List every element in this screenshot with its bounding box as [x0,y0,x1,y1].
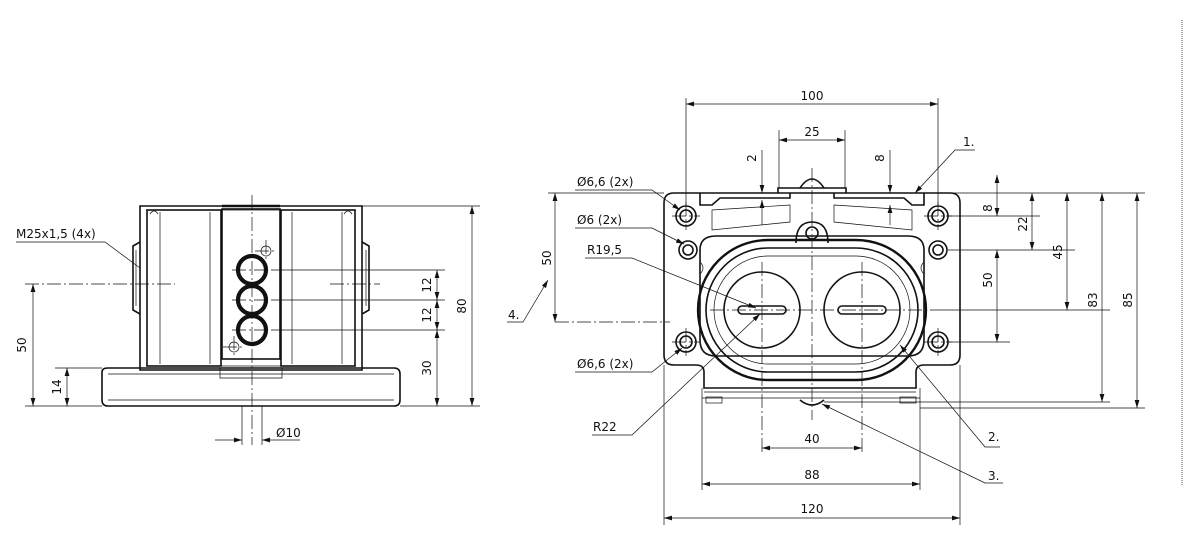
right-pillar [280,209,356,367]
dim-8-right: 8 [981,204,995,212]
dim-50-left: 50 [15,337,29,352]
callout-2: 2. [988,430,999,444]
dim-14: 14 [50,379,64,394]
labels: M25x1,5 (4x) 50 14 12 12 30 80 Ø10 100 2… [15,89,1135,516]
dim-88: 88 [804,468,819,482]
hole-dia-6: Ø6 (2x) [577,213,622,227]
left-cable-boss [132,241,141,315]
dim-50-right: 50 [981,272,995,287]
right-cable-boss [361,241,370,315]
hole-dia-6-6-bottom: Ø6,6 (2x) [577,357,633,371]
hole-mid-right [928,240,948,260]
top-cover [699,193,925,206]
mounting-base [101,367,401,407]
dim-2: 2 [745,154,759,162]
side-view [16,195,480,445]
dim-85: 85 [1121,292,1135,307]
center-block [221,208,281,360]
callout-1: 1. [963,135,974,149]
radius-19-5: R19,5 [587,243,622,257]
dim-100: 100 [801,89,824,103]
radius-22: R22 [593,420,617,434]
housing-outline [139,205,363,371]
thread-label: M25x1,5 (4x) [16,227,96,241]
left-pillar [146,209,222,367]
dim-40: 40 [804,432,819,446]
dim-30: 30 [420,360,434,375]
dim-22: 22 [1016,216,1030,231]
hole-mid-left [678,240,698,260]
dim-45: 45 [1051,244,1065,259]
dim-8-top: 8 [873,154,887,162]
dim-dia-10: Ø10 [276,426,301,440]
dim-25: 25 [804,125,819,139]
callout-4: 4. [508,308,519,322]
front-view [507,20,1183,525]
dim-80: 80 [455,298,469,313]
dim-83: 83 [1086,292,1100,307]
dim-12-a: 12 [420,277,434,292]
dim-120: 120 [801,502,824,516]
dim-12-b: 12 [420,307,434,322]
callout-3: 3. [988,469,999,483]
inner-body [699,235,925,357]
flange-outline [663,192,961,389]
seal-outer [696,238,928,382]
dim-50-front: 50 [540,250,554,265]
hole-dia-6-6-top: Ø6,6 (2x) [577,175,633,189]
